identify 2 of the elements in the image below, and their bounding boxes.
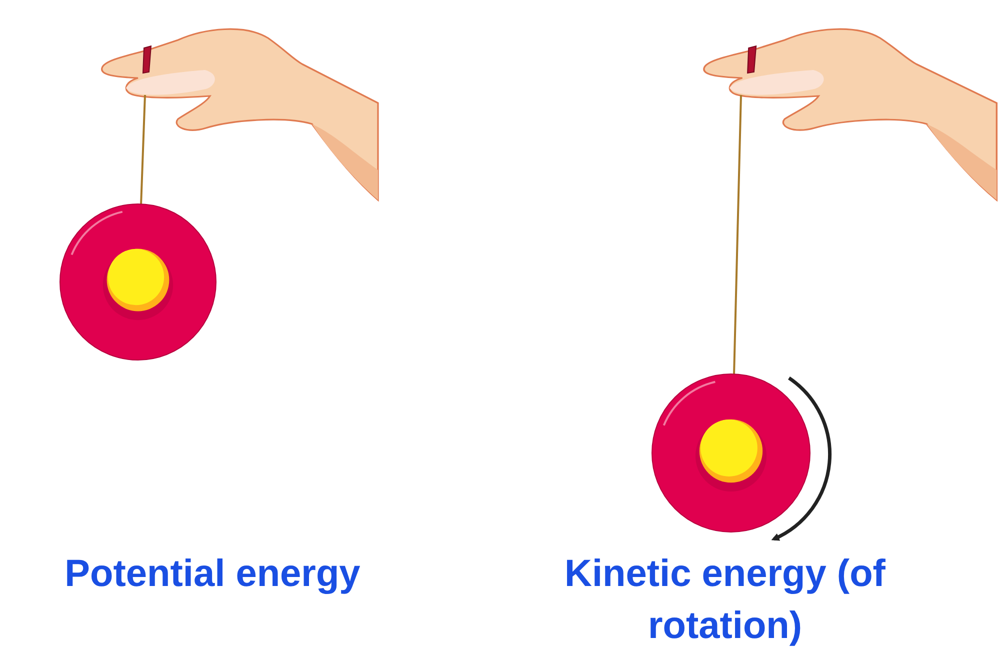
caption-text: Kinetic energy (of rotation) — [564, 552, 886, 649]
caption-text: Potential energy — [64, 552, 362, 597]
